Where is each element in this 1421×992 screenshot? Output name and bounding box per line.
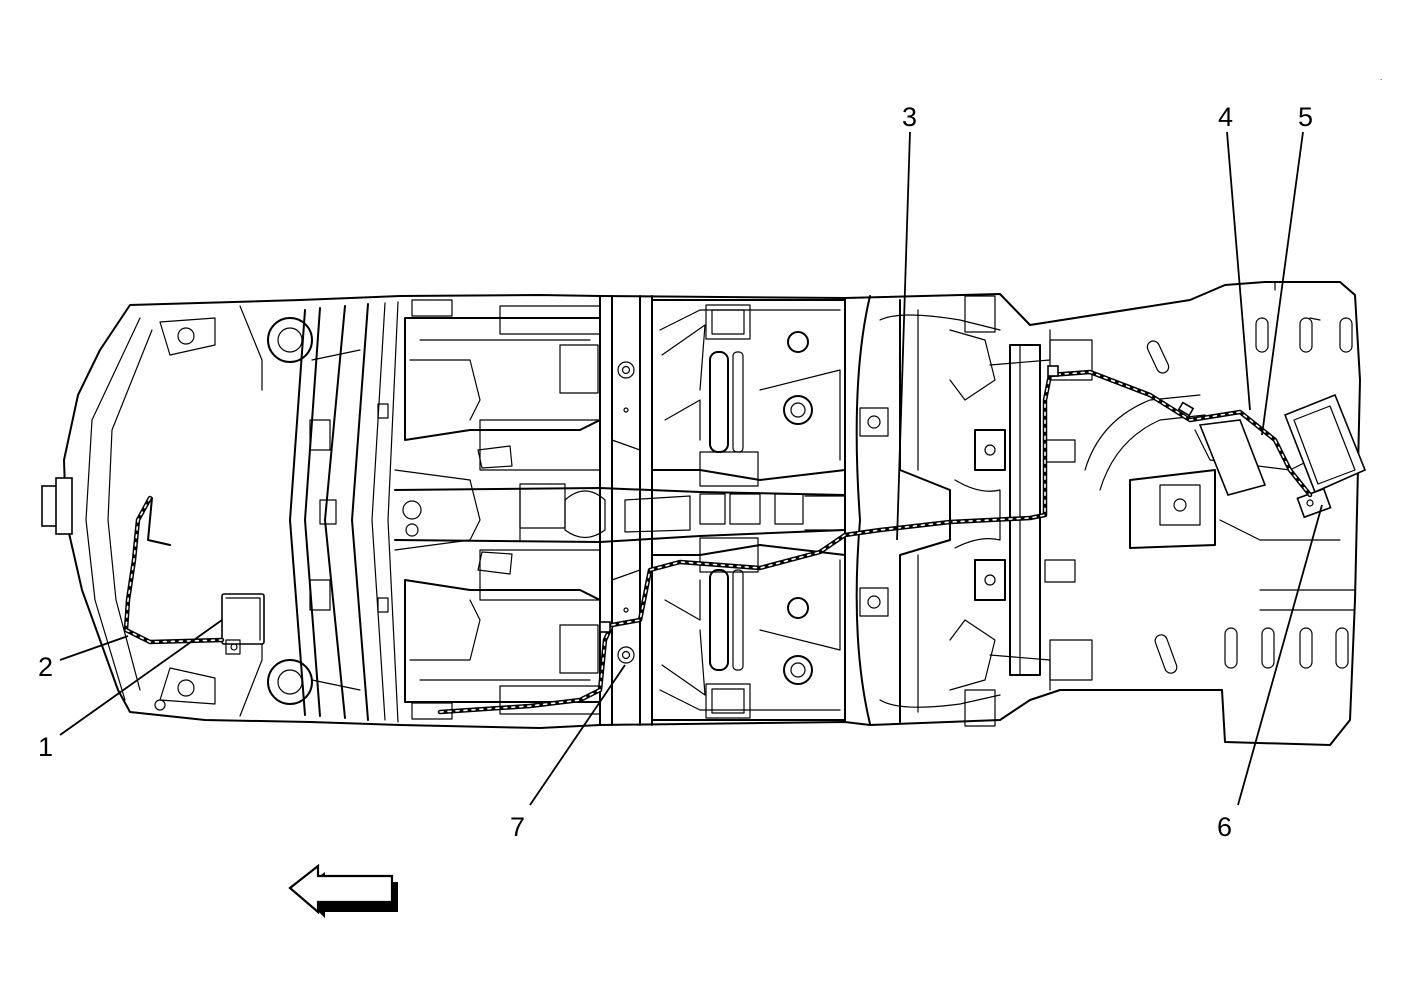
wiring-harness <box>123 365 1313 715</box>
callout-2: 2 <box>38 652 53 682</box>
mid-floor-pan <box>651 299 846 721</box>
centre-tunnel <box>394 483 846 543</box>
leader-6 <box>1237 504 1323 806</box>
callout-7: 7 <box>510 812 525 842</box>
arrow-left-icon <box>288 863 398 918</box>
front-floor-pan <box>394 299 601 720</box>
callout-4: 4 <box>1218 102 1233 132</box>
leader-7 <box>529 664 626 806</box>
callout-6: 6 <box>1217 812 1232 842</box>
front-crossmember <box>599 295 653 726</box>
rear-seat-area <box>844 295 1093 727</box>
callout-3: 3 <box>902 102 917 132</box>
leader-1 <box>59 619 223 736</box>
leader-2 <box>59 635 129 661</box>
leader-4 <box>1226 131 1251 411</box>
leader-5 <box>1261 131 1304 436</box>
rear-control-module <box>1198 393 1367 519</box>
leader-lines <box>59 131 1323 806</box>
callout-5: 5 <box>1298 102 1313 132</box>
body-outline <box>41 281 1361 746</box>
firewall-structure <box>289 301 399 723</box>
leader-3 <box>896 131 911 541</box>
callout-labels: 1 2 3 4 5 6 7 <box>38 102 1313 842</box>
corner-mark: . <box>1380 73 1382 82</box>
callout-1: 1 <box>38 732 53 762</box>
front-control-module <box>221 593 265 655</box>
